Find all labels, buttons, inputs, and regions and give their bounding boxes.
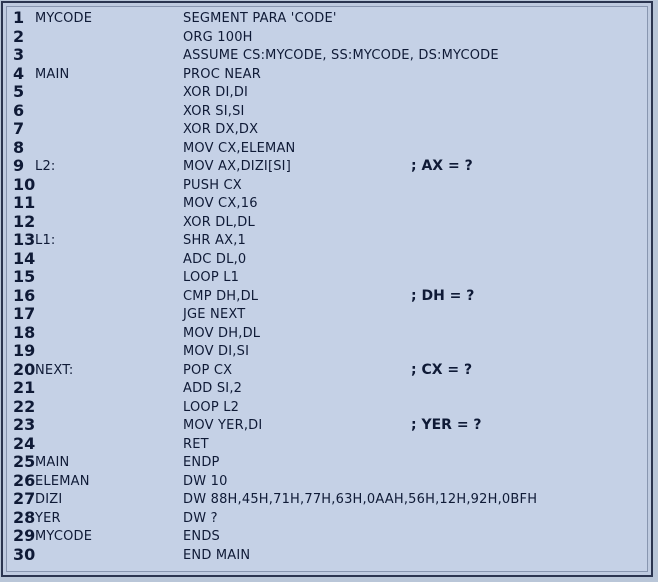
line-number: 2	[13, 26, 25, 46]
line-comment: ; CX = ?	[411, 361, 473, 378]
line-number: 19	[13, 341, 36, 360]
line-number: 9	[13, 156, 25, 175]
line-label: MAIN	[35, 455, 70, 470]
line-number: 27	[13, 489, 36, 508]
line-number: 10	[13, 174, 36, 194]
line-label: L1:	[35, 233, 56, 248]
line-number: 3	[13, 45, 25, 64]
line-label: YER	[35, 510, 61, 526]
line-number: 24	[13, 433, 36, 453]
line-code: DW 88H,45H,71H,77H,63H,0AAH,56H,12H,92H,…	[183, 492, 538, 507]
line-number: 1	[13, 8, 25, 27]
line-code: XOR DI,DI	[183, 85, 249, 100]
line-label: DIZI	[35, 492, 63, 507]
line-comment: ; AX = ?	[411, 158, 473, 174]
line-number: 26	[13, 470, 36, 490]
line-number: 4	[13, 63, 25, 83]
line-code: POP CX	[183, 362, 233, 378]
line-number: 28	[13, 507, 36, 527]
line-number: 14	[13, 248, 36, 268]
line-number: 18	[13, 322, 36, 342]
line-code: ORG 100H	[183, 29, 253, 45]
line-number: 22	[13, 396, 36, 416]
line-code: PUSH CX	[183, 177, 242, 193]
line-code: LOOP L2	[183, 399, 240, 415]
line-code: JGE NEXT	[183, 307, 246, 322]
line-number: 15	[13, 267, 36, 286]
line-number: 11	[13, 193, 36, 212]
line-code: MOV AX,DIZI[SI]	[183, 159, 291, 174]
line-label: MYCODE	[35, 529, 93, 544]
line-label: L2:	[35, 159, 56, 174]
line-code: XOR DX,DX	[183, 122, 259, 137]
line-label: ELEMAN	[35, 473, 90, 489]
line-code: MOV DI,SI	[183, 344, 250, 359]
line-code: MOV CX,16	[183, 196, 258, 211]
line-code: PROC NEAR	[183, 66, 261, 82]
line-code: SEGMENT PARA 'CODE'	[183, 11, 337, 26]
line-label: NEXT:	[35, 362, 74, 378]
line-number: 30	[13, 544, 36, 564]
line-code: END MAIN	[183, 547, 251, 563]
line-number: 16	[13, 285, 36, 305]
line-code: DW 10	[183, 473, 228, 489]
line-comment: ; DH = ?	[411, 287, 475, 304]
line-number: 7	[13, 119, 25, 138]
line-number: 21	[13, 378, 36, 397]
line-number: 20	[13, 359, 36, 379]
line-code: MOV DH,DL	[183, 325, 261, 341]
line-code: LOOP L1	[183, 270, 240, 285]
line-code: ENDS	[183, 529, 221, 544]
line-number: 25	[13, 452, 36, 471]
line-number: 8	[13, 137, 25, 157]
line-code: MOV CX,ELEMAN	[183, 140, 296, 156]
line-code: SHR AX,1	[183, 233, 246, 248]
line-code: XOR SI,SI	[183, 103, 245, 119]
line-number: 17	[13, 304, 36, 323]
line-number: 13	[13, 230, 36, 249]
line-number: 12	[13, 211, 36, 231]
line-code: RET	[183, 436, 209, 452]
line-label: MYCODE	[35, 11, 93, 26]
line-code: DW ?	[183, 510, 218, 526]
line-code: ADC DL,0	[183, 251, 247, 267]
line-code: XOR DL,DL	[183, 214, 255, 230]
line-code: ASSUME CS:MYCODE, SS:MYCODE, DS:MYCODE	[183, 48, 499, 63]
line-code: ENDP	[183, 455, 220, 470]
line-code: MOV YER,DI	[183, 418, 263, 433]
line-code: ADD SI,2	[183, 381, 243, 396]
line-number: 5	[13, 82, 25, 101]
line-number: 6	[13, 100, 25, 120]
line-code: CMP DH,DL	[183, 288, 259, 304]
line-label: MAIN	[35, 66, 70, 82]
line-number: 29	[13, 526, 36, 545]
line-comment: ; YER = ?	[411, 417, 482, 433]
line-number: 23	[13, 415, 36, 434]
